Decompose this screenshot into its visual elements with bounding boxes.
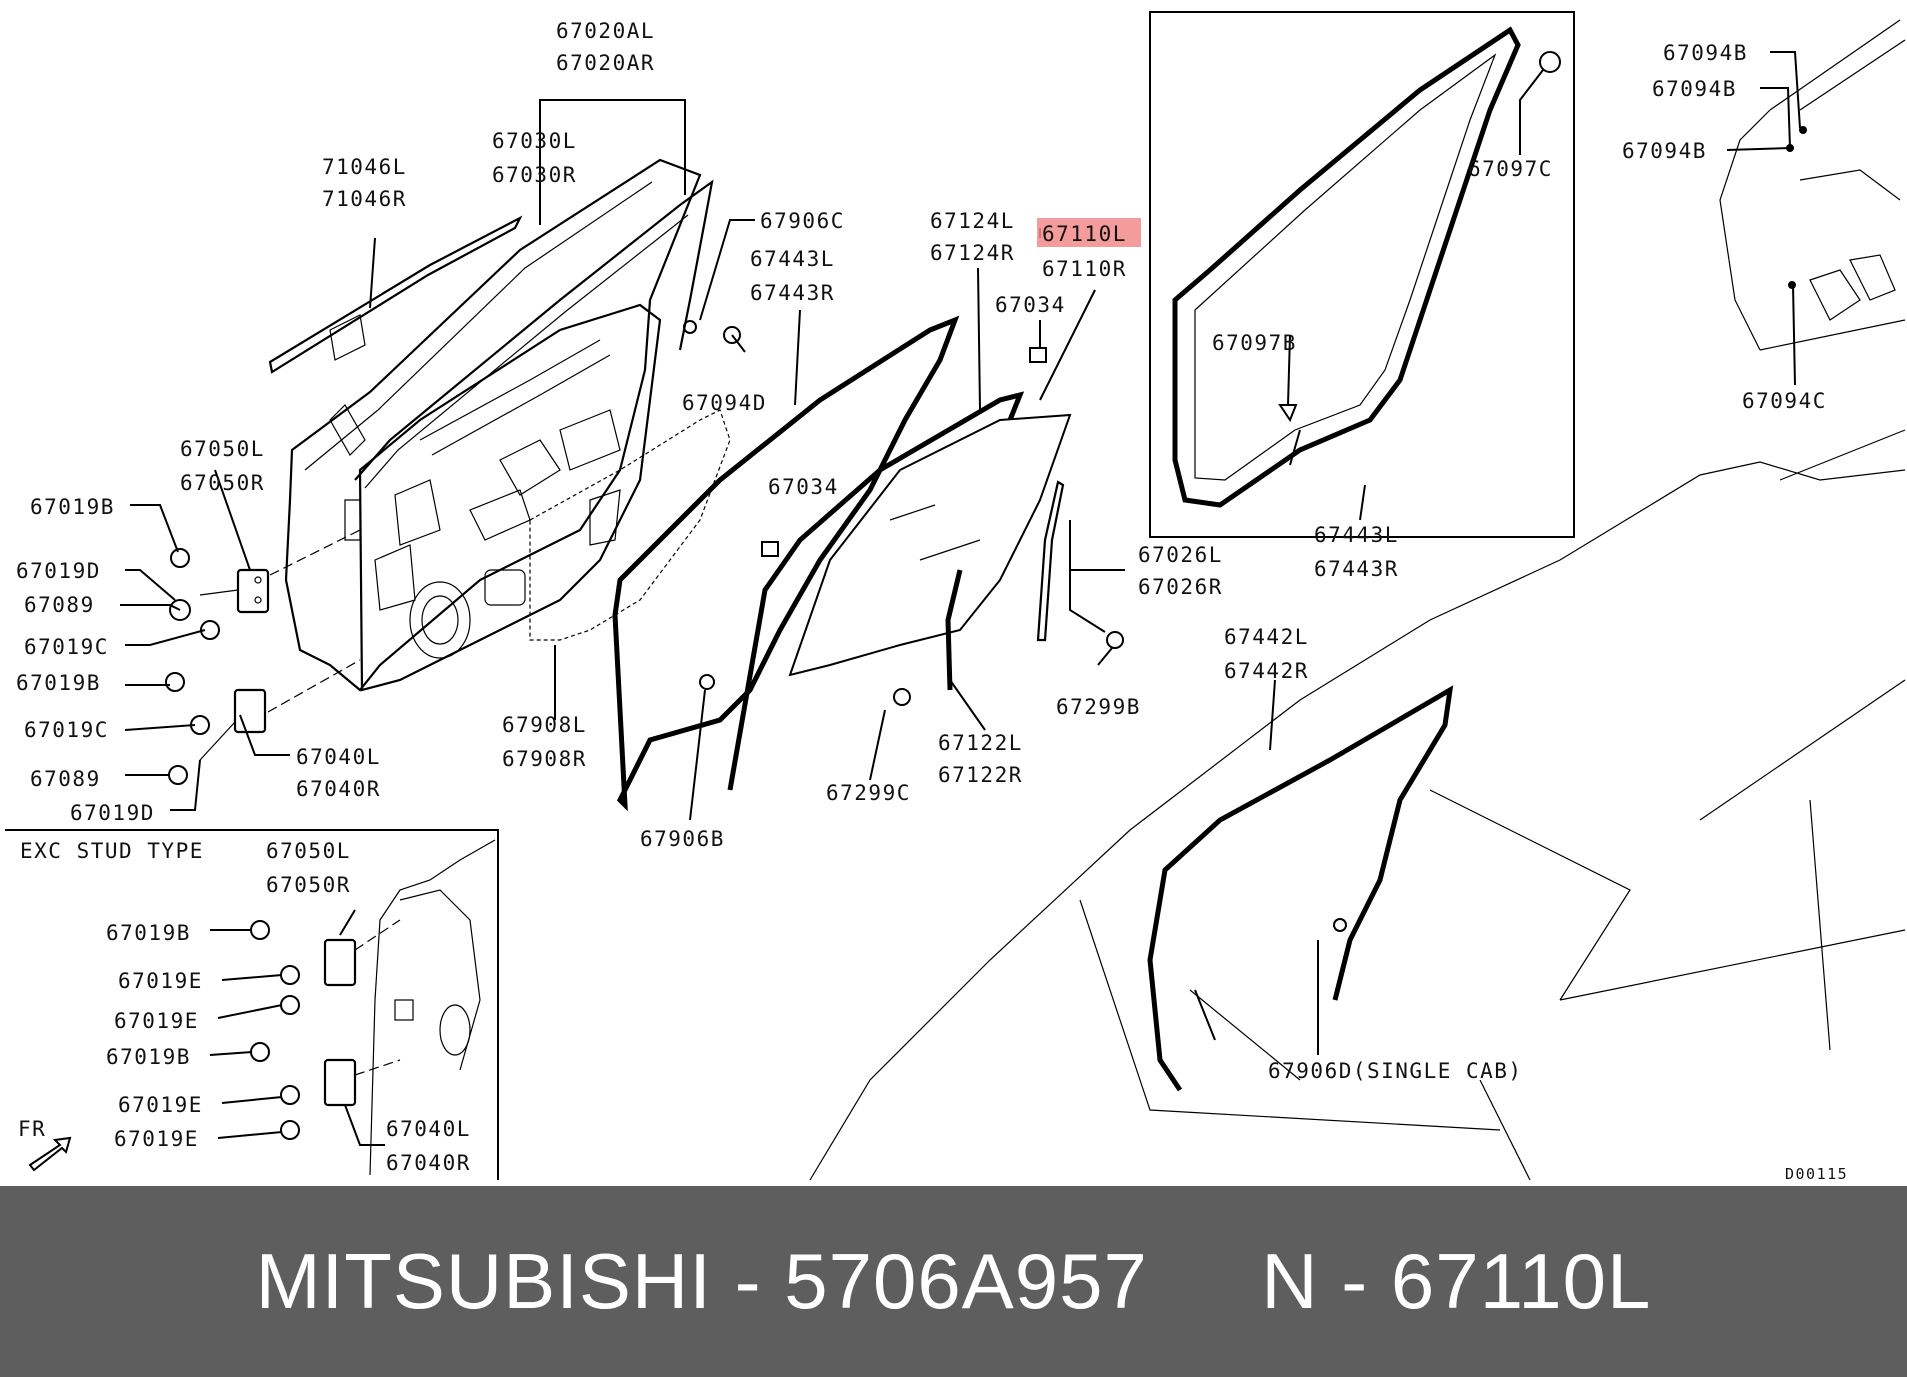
label-67020AL: 67020AL: [556, 19, 655, 43]
label-67094B-3: 67094B: [1622, 139, 1707, 163]
label-67050L: 67050L: [180, 437, 265, 461]
label-67030L: 67030L: [492, 129, 577, 153]
label-67019D-1: 67019D: [16, 559, 101, 583]
label-exc-67040L: 67040L: [386, 1117, 471, 1141]
label-exc-67019B-1: 67019B: [106, 921, 191, 945]
label-exc-67050R: 67050R: [266, 873, 351, 897]
label-67097B: 67097B: [1212, 331, 1297, 355]
exc-upper-hinge: [250, 920, 357, 1015]
label-67019C-2: 67019C: [24, 718, 109, 742]
cab-body-outline: [809, 429, 1906, 1181]
clip-67906B: [699, 674, 715, 690]
label-67908R: 67908R: [502, 747, 587, 771]
label-exc-67019E-2: 67019E: [114, 1009, 199, 1033]
label-exc-67050L: 67050L: [266, 839, 351, 863]
weatherstrip-67443: [612, 315, 960, 812]
upper-hinge-67050: [169, 548, 270, 640]
footer-banner: MITSUBISHI - 5706A957 N - 67110L: [0, 1186, 1907, 1377]
front-direction-label: FR: [18, 1117, 46, 1141]
window-regulator-67026: [1036, 480, 1065, 642]
front-arrow-icon: [28, 1136, 72, 1172]
label-71046L: 71046L: [322, 155, 407, 179]
label-67094C: 67094C: [1742, 389, 1827, 413]
bolt-67299C: [893, 688, 911, 706]
glass-sash-67122: [945, 569, 963, 691]
label-67299B: 67299B: [1056, 695, 1141, 719]
label-67094B-2: 67094B: [1652, 77, 1737, 101]
label-67122L: 67122L: [938, 731, 1023, 755]
exc-stud-door-outline: [369, 839, 496, 1176]
highlight-67110L: [1037, 218, 1141, 247]
label-67019C-1: 67019C: [24, 635, 109, 659]
label-67443L-a: 67443L: [750, 247, 835, 271]
label-67906D: 67906D(SINGLE CAB): [1268, 1059, 1523, 1083]
part-labels: 67020AL 67020AR 67030L 67030R 71046L 710…: [16, 19, 1848, 1183]
label-67110R: 67110R: [1042, 257, 1127, 281]
label-67019D-2: 67019D: [70, 801, 155, 825]
label-67124R: 67124R: [930, 241, 1015, 265]
label-exc-67019E-4: 67019E: [114, 1127, 199, 1151]
label-67026L: 67026L: [1138, 543, 1223, 567]
exc-stud-type-title: EXC STUD TYPE: [20, 839, 204, 863]
label-67050R: 67050R: [180, 471, 265, 495]
label-67299C: 67299C: [826, 781, 911, 805]
label-71046R: 71046R: [322, 187, 407, 211]
label-exc-67019B-2: 67019B: [106, 1045, 191, 1069]
lower-hinge-67040: [165, 672, 267, 785]
clip-67097B: [1278, 404, 1298, 423]
label-67019B-2: 67019B: [16, 671, 101, 695]
label-67906C: 67906C: [760, 209, 845, 233]
label-67122R: 67122R: [938, 763, 1023, 787]
label-67110L: 67110L: [1042, 222, 1127, 246]
label-67442L: 67442L: [1224, 625, 1309, 649]
label-67020AR: 67020AR: [556, 51, 655, 75]
clip-67034-a: [1029, 347, 1047, 363]
label-67906B: 67906B: [640, 827, 725, 851]
trim-seal-67908: [529, 409, 731, 641]
label-67443R-b: 67443R: [1314, 557, 1399, 581]
inset-weatherstrip-67443: [1172, 26, 1521, 508]
clip-67097C: [1539, 51, 1561, 73]
label-67026R: 67026R: [1138, 575, 1223, 599]
body-pillar-outline: [1719, 19, 1906, 351]
label-67034-a: 67034: [995, 293, 1066, 317]
clip-67034-b: [761, 541, 779, 557]
exc-stud-type-inset-box: [5, 829, 499, 1180]
label-67094D: 67094D: [682, 391, 767, 415]
label-67094B-1: 67094B: [1663, 41, 1748, 65]
label-67443R-a: 67443R: [750, 281, 835, 305]
cap-67094D: [723, 326, 741, 344]
label-67030R: 67030R: [492, 163, 577, 187]
label-67097C: 67097C: [1468, 157, 1553, 181]
label-67040R: 67040R: [296, 777, 381, 801]
label-67034-b: 67034: [768, 475, 839, 499]
label-exc-67019E-3: 67019E: [118, 1093, 203, 1117]
exc-lower-hinge: [250, 1042, 357, 1140]
clip-67906C: [683, 320, 697, 334]
label-67089-2: 67089: [30, 767, 101, 791]
diagram-code: D00115: [1785, 1165, 1848, 1183]
door-glass-67110: [788, 413, 1072, 677]
label-67908L: 67908L: [502, 713, 587, 737]
label-67443L-b: 67443L: [1314, 523, 1399, 547]
opening-weatherstrip-67442: [1147, 685, 1454, 1092]
weatherstrip-inset-box: [1149, 11, 1575, 538]
clip-67906D: [1333, 918, 1347, 932]
label-exc-67040R: 67040R: [386, 1151, 471, 1175]
parts-diagram: 67020AL 67020AR 67030L 67030R 71046L 710…: [5, 11, 1906, 1183]
label-67442R: 67442R: [1224, 659, 1309, 683]
bolt-67299B: [1106, 631, 1124, 649]
label-67040L: 67040L: [296, 745, 381, 769]
footer-part-info: MITSUBISHI - 5706A957 N - 67110L: [255, 1237, 1652, 1325]
door-frame-sash: [354, 179, 714, 481]
belt-molding-71046: [268, 215, 523, 374]
label-67124L: 67124L: [930, 209, 1015, 233]
leader-lines: [120, 51, 1801, 1146]
label-exc-67019E-1: 67019E: [118, 969, 203, 993]
label-67089-1: 67089: [24, 593, 95, 617]
label-67019B-1: 67019B: [30, 495, 115, 519]
